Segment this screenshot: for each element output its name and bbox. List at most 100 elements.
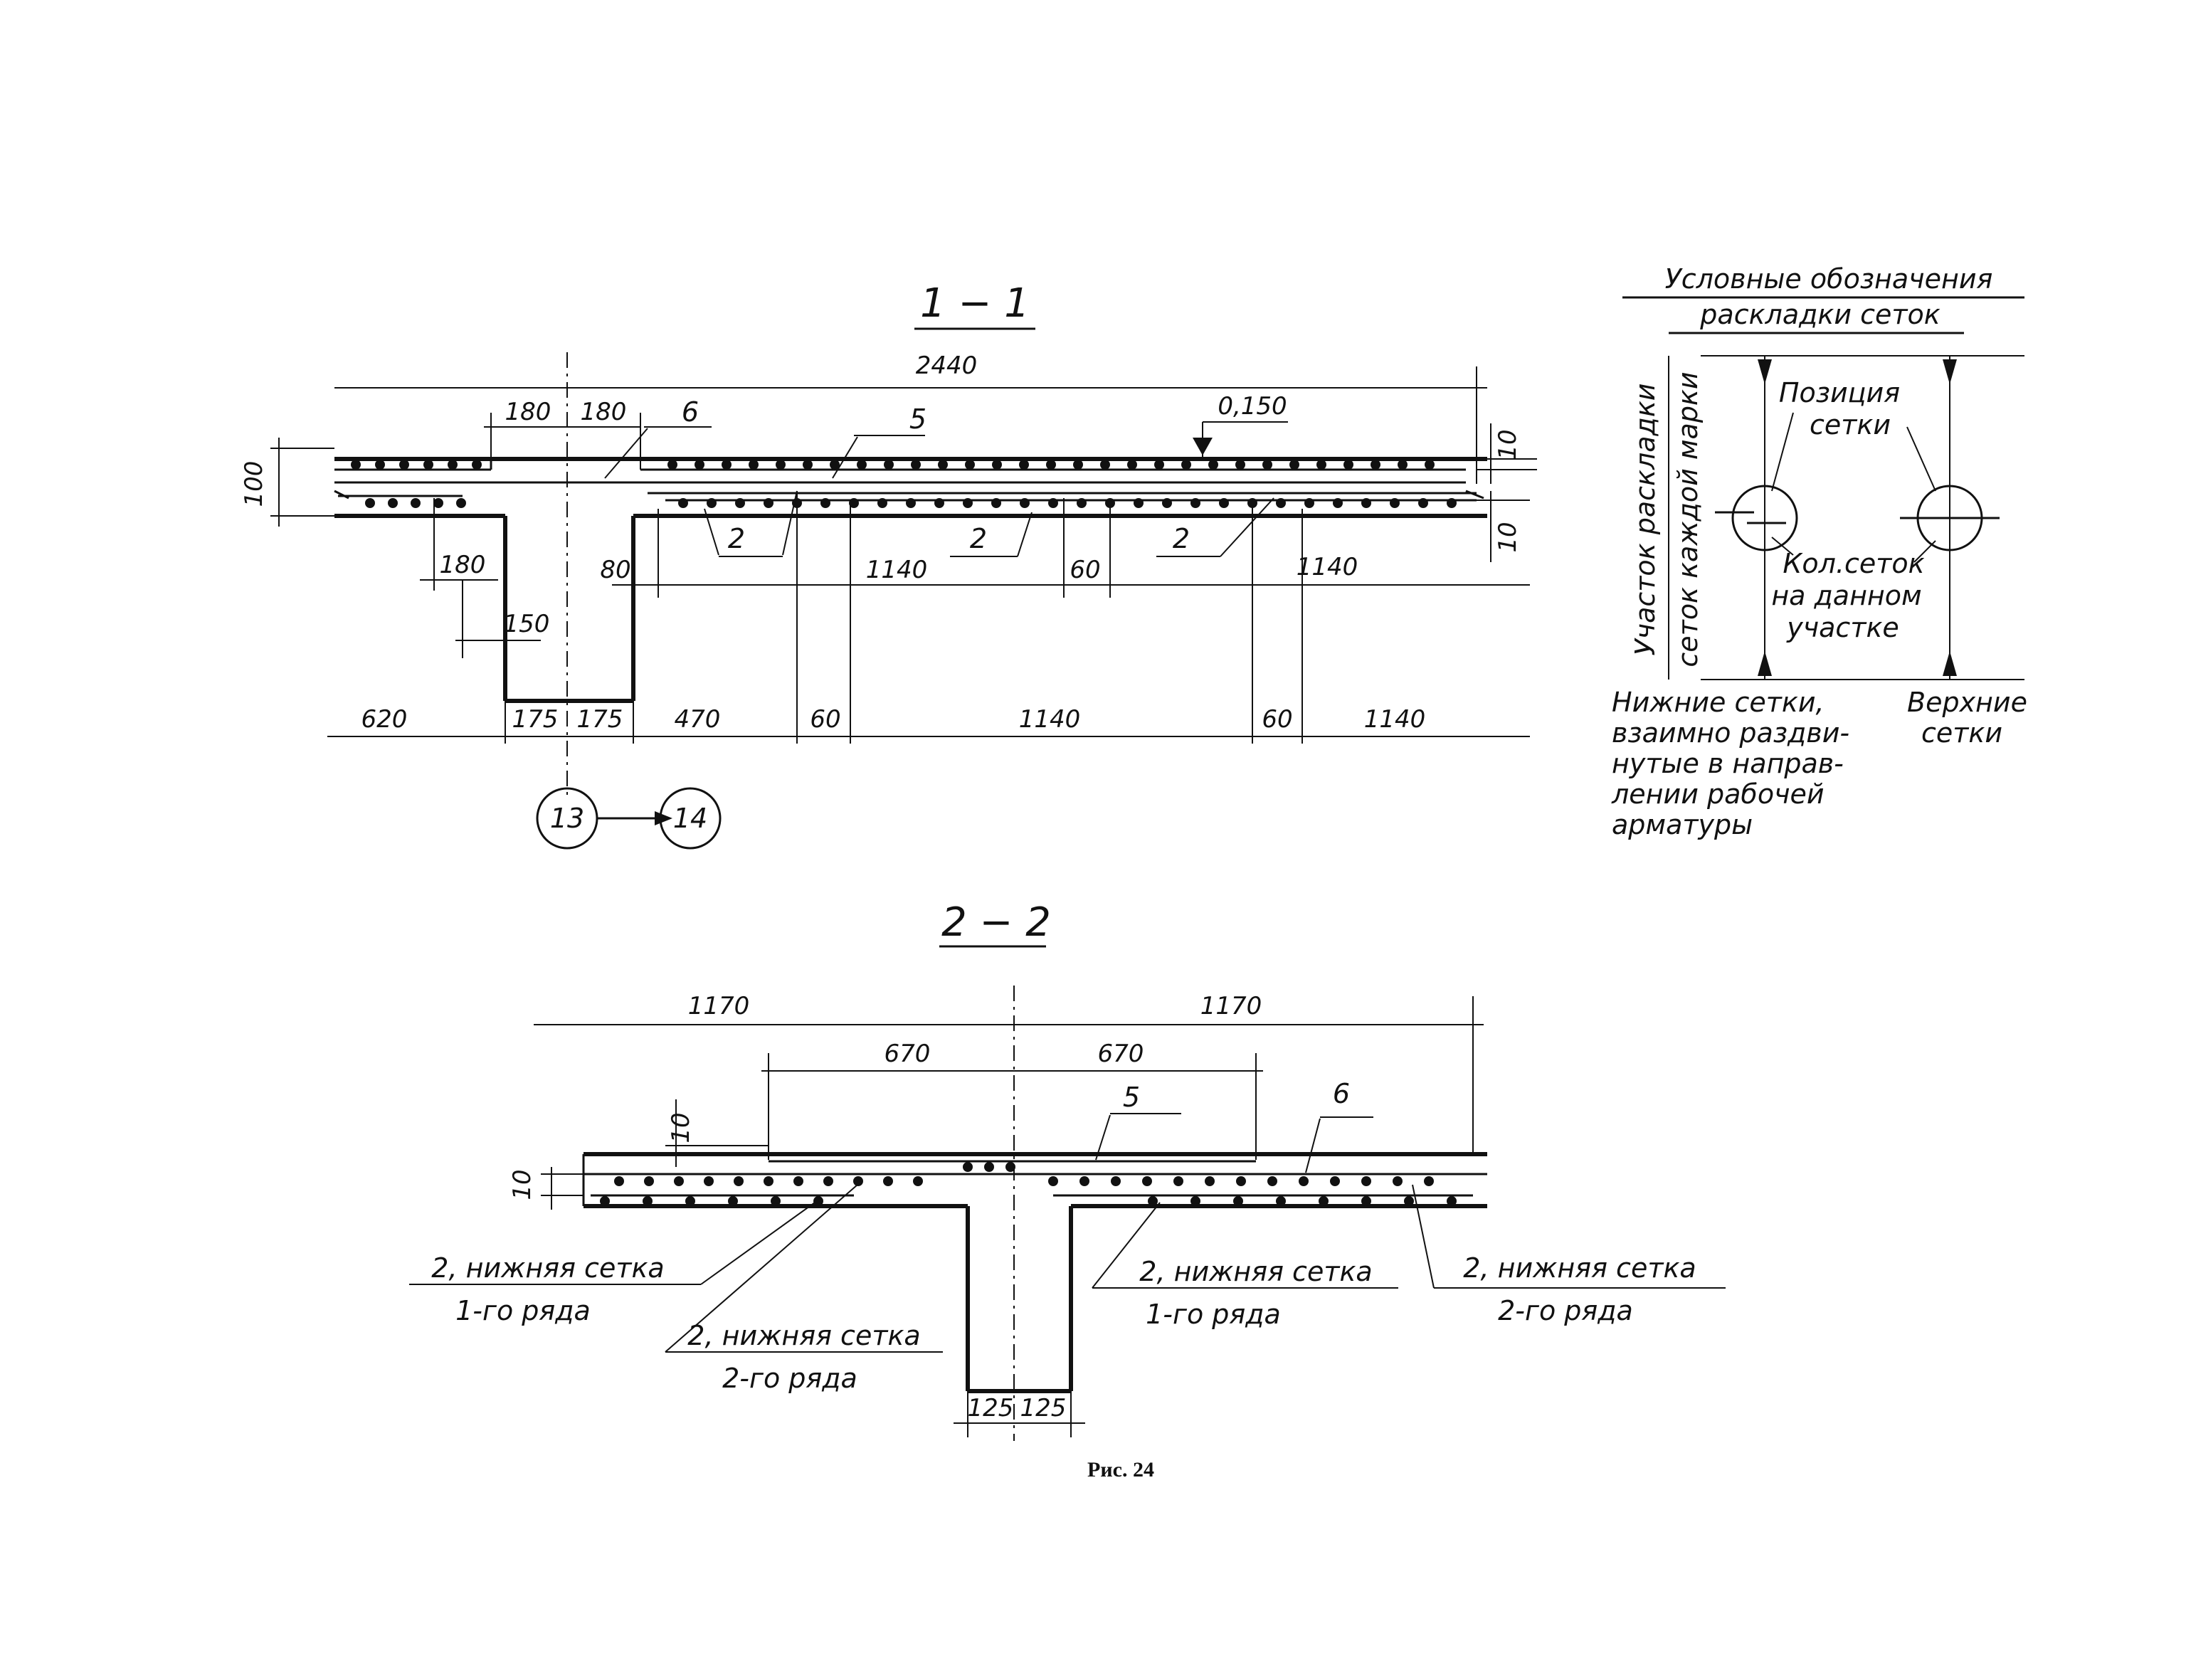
section-2-2-title: 2 − 2 xyxy=(941,899,1051,946)
rebar-dot xyxy=(1173,1176,1183,1186)
rebar-dot xyxy=(1048,1176,1058,1186)
dim-1140-mid-a: 1140 xyxy=(866,556,928,584)
rebar-dot xyxy=(938,460,948,470)
legend-lower-1: Нижние сетки, xyxy=(1612,687,1825,718)
rebar-dot xyxy=(1319,1196,1329,1206)
label-b-line2: 2-го ряда xyxy=(722,1363,857,1394)
rebar-dot xyxy=(1233,1196,1243,1206)
rebar-dot xyxy=(1190,498,1200,508)
section-1-1: 1 − 1 2440 180 180 xyxy=(240,280,1537,850)
rebar-dot xyxy=(1235,460,1245,470)
rebar-dot xyxy=(820,498,830,508)
rebar-dot xyxy=(992,460,1002,470)
legend-title-line1: Условные обозначения xyxy=(1665,263,1993,295)
rebar-dot xyxy=(1289,460,1299,470)
legend-position-line1: Позиция xyxy=(1779,377,1900,408)
rebar-dot xyxy=(1077,498,1087,508)
rebar-dot xyxy=(857,460,867,470)
dim-10-a: 10 xyxy=(667,1112,695,1143)
mark-2-a: 2 xyxy=(728,523,745,554)
rebar-dot xyxy=(1390,498,1400,508)
rebar-dot xyxy=(963,498,973,508)
rebar-dot xyxy=(1048,498,1058,508)
figure-caption: Рис. 24 xyxy=(1087,1458,1154,1481)
rebar-dot xyxy=(1142,1176,1152,1186)
rebar-dot xyxy=(793,1176,803,1186)
rebar-dot xyxy=(1418,498,1428,508)
legend-vertical-1: Участок раскладки xyxy=(1630,384,1661,656)
dim-60-bottom-a: 60 xyxy=(810,705,840,734)
label-c-line2: 1-го ряда xyxy=(1146,1299,1281,1330)
mark-6-section-2: 6 xyxy=(1333,1078,1350,1109)
rebar-dot xyxy=(764,1176,773,1186)
dim-10-b: 10 xyxy=(508,1169,537,1200)
rebar-dot xyxy=(614,1176,624,1186)
dim-175-left: 175 xyxy=(512,705,559,734)
legend-lower-3: нутые в направ- xyxy=(1612,748,1844,779)
label-c-line1: 2, нижняя сетка xyxy=(1139,1256,1372,1287)
rebar-dot xyxy=(667,460,677,470)
rebar-dot xyxy=(433,498,443,508)
rebar-dot xyxy=(1424,1176,1434,1186)
rebar-dot xyxy=(764,498,773,508)
label-d-line2: 2-го ряда xyxy=(1498,1295,1633,1326)
rebar-dot xyxy=(600,1196,610,1206)
legend-count-line3: участке xyxy=(1786,612,1899,643)
rebar-dot xyxy=(934,498,944,508)
rebar-dot xyxy=(913,1176,923,1186)
legend-lower-2: взаимно раздви- xyxy=(1612,717,1849,749)
dim-670-left: 670 xyxy=(885,1040,931,1068)
rebar-dot xyxy=(803,460,813,470)
rebar-dot xyxy=(695,460,704,470)
axis-14-label: 14 xyxy=(673,803,707,834)
rebar-dot xyxy=(965,460,975,470)
rebar-dot xyxy=(1134,498,1144,508)
rebar-dot xyxy=(1219,498,1229,508)
rebar-dot xyxy=(423,460,433,470)
rebar-dot xyxy=(1276,498,1286,508)
dim-1140-mid-b: 1140 xyxy=(1297,553,1358,581)
rebar-dot xyxy=(1154,460,1164,470)
rebar-dot xyxy=(456,498,466,508)
rebar-dot xyxy=(1148,1196,1158,1206)
legend-position-line2: сетки xyxy=(1810,409,1891,440)
rebar-dot xyxy=(1361,498,1371,508)
elevation-0150: 0,150 xyxy=(1218,392,1287,421)
dim-80: 80 xyxy=(600,556,630,584)
rebar-dot xyxy=(1361,1196,1371,1206)
rebar-dot xyxy=(984,1162,994,1172)
rebar-dot xyxy=(722,460,732,470)
rebar-dot xyxy=(884,460,894,470)
rebar-dot xyxy=(1181,460,1191,470)
dim-175-right: 175 xyxy=(577,705,623,734)
legend-count-line2: на данном xyxy=(1771,580,1921,611)
dim-470: 470 xyxy=(675,705,721,734)
dim-125-left: 125 xyxy=(968,1394,1014,1422)
legend-lower-5: арматуры xyxy=(1612,809,1753,840)
dim-620: 620 xyxy=(361,705,408,734)
rebar-dot xyxy=(1190,1196,1200,1206)
rebar-dot xyxy=(1073,460,1083,470)
rebar-dot xyxy=(1019,460,1029,470)
dim-10-right-top: 10 xyxy=(1494,429,1522,460)
rebar-dot xyxy=(351,460,361,470)
rebar-dot xyxy=(704,1176,714,1186)
rebar-dot xyxy=(883,1176,893,1186)
dim-1140-bottom-a: 1140 xyxy=(1019,705,1081,734)
dim-180-left: 180 xyxy=(440,551,486,579)
dim-180-top-right: 180 xyxy=(581,398,627,426)
legend-lower-4: лении рабочей xyxy=(1611,778,1825,810)
rebar-dot xyxy=(448,460,458,470)
rebar-dot xyxy=(365,498,375,508)
rebar-dot xyxy=(1304,498,1314,508)
rebar-dot xyxy=(813,1196,823,1206)
rebar-dot xyxy=(1005,1162,1015,1172)
legend-vertical-2: сеток каждой марки xyxy=(1672,371,1704,667)
rebar-dot xyxy=(1236,1176,1246,1186)
rebar-dots-2-2 xyxy=(600,1162,1457,1206)
rebar-dot xyxy=(1447,1196,1457,1206)
rebar-dot xyxy=(1316,460,1326,470)
rebar-dot xyxy=(991,498,1001,508)
legend: Условные обозначения раскладки сеток Уча… xyxy=(1611,263,2027,840)
dim-60-mid: 60 xyxy=(1070,556,1100,584)
